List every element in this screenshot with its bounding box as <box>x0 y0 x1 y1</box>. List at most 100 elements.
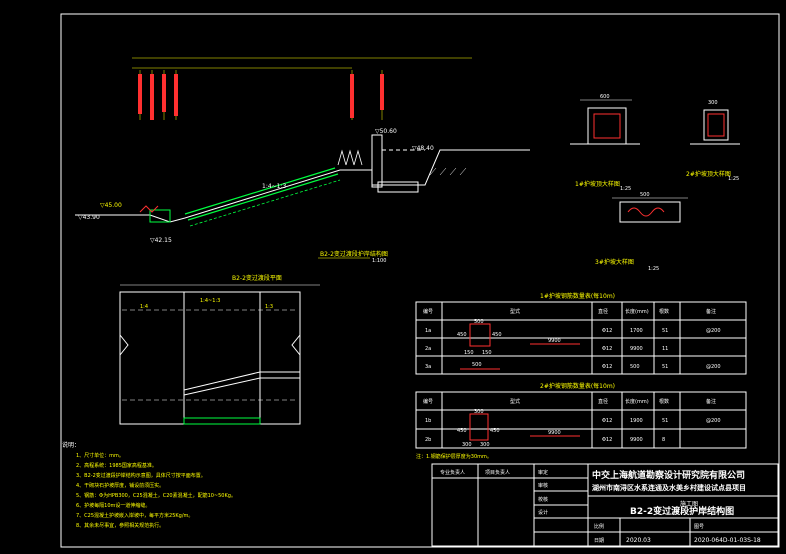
t1-r1-count: 51 <box>662 328 668 334</box>
tb-stage: 施工图 <box>680 500 698 508</box>
design-notes: 说明： 1、尺寸单位：mm。 2、高程系统：1985国家高程基准。 3、B2-2… <box>62 441 236 529</box>
rebar-table-1: 1#护坡钢筋数量表(每10m) 编号 型式 直径 长度(mm) 根数 备注 1a… <box>415 292 747 375</box>
t2-r1-id: 1b <box>425 418 431 424</box>
t2-r2-id: 2b <box>425 437 431 443</box>
elevation-road: ▽48.40 <box>412 145 434 152</box>
tb-role-1: 项目负责人 <box>485 469 510 476</box>
section-title: B2-2变过渡段护岸结构图 <box>320 250 388 258</box>
t1-h-id: 编号 <box>423 308 433 315</box>
rebar-table-2: 2#护坡钢筋数量表(每10m) 编号 型式 直径 长度(mm) 根数 备注 1b… <box>415 382 747 460</box>
dim-d1: 600 <box>600 94 610 100</box>
t1-r1-note: @200 <box>706 328 721 334</box>
note-1: 1、尺寸单位：mm。 <box>76 452 124 459</box>
t1-r3-dia: Φ12 <box>602 364 612 370</box>
tb-label-no: 图号 <box>694 524 704 530</box>
plan-view: B2-2变过渡段平面 1:4 1:3 1:4~1:3 <box>119 274 320 425</box>
t2-r1-count: 51 <box>662 418 668 424</box>
detail-2-title: 2#护坡顶大样图 <box>686 170 731 178</box>
tb-label-date: 日期 <box>594 538 604 544</box>
detail-1-scale: 1:25 <box>620 186 631 192</box>
t1-r1-dia: Φ12 <box>602 328 612 334</box>
tb-role-0: 专业负责人 <box>440 469 465 476</box>
t1-r2-len: 9900 <box>630 346 643 352</box>
t1-r1-len: 1700 <box>630 328 643 334</box>
elevation-design: ▽45.00 <box>100 202 122 209</box>
t2-r1-s4: 300 <box>480 442 490 448</box>
t2-h-len: 长度(mm) <box>625 398 649 405</box>
drawing-frame <box>60 13 780 548</box>
t1-r3-note: @200 <box>706 364 721 370</box>
t1-h-len: 长度(mm) <box>625 308 649 315</box>
plan-label: B2-2变过渡段平面 <box>232 274 282 282</box>
elevation-bottom: ▽42.15 <box>150 237 172 244</box>
tb-company: 中交上海航道勘察设计研究院有限公司 <box>592 469 745 481</box>
t2-r2-len: 9900 <box>630 437 643 443</box>
t2-r1-note: @200 <box>706 418 721 424</box>
t1-r3-count: 51 <box>662 364 668 370</box>
tb-label-scale: 比例 <box>594 523 604 530</box>
t1-r1-s2: 450 <box>492 332 502 338</box>
dim-d2: 300 <box>708 100 718 106</box>
note-7: 7、C25混凝土护坡嵌入岸坡中，每平方米25Kg/m。 <box>76 512 193 519</box>
t1-r2-dia: Φ12 <box>602 346 612 352</box>
t2-r2-dia: Φ12 <box>602 437 612 443</box>
detail-3-scale: 1:25 <box>648 266 659 272</box>
t2-r1-s0: 300 <box>474 409 484 415</box>
t1-r3-s0: 500 <box>472 362 482 368</box>
t1-r2-len-label: 9900 <box>548 338 561 344</box>
tb-role-2: 审定 <box>538 469 548 476</box>
plan-slope-right: 1:3 <box>265 304 273 310</box>
tb-role-4: 校核 <box>538 496 548 503</box>
dim-d4: 500 <box>640 192 650 198</box>
t2-r2-count: 8 <box>662 437 665 443</box>
elevation-top: ▽50.60 <box>375 128 397 135</box>
t1-r1-id: 1a <box>425 328 431 334</box>
table1-title: 1#护坡钢筋数量表(每10m) <box>540 292 615 300</box>
t2-r1-s1: 450 <box>457 428 467 434</box>
t2-h-id: 编号 <box>423 398 433 405</box>
t1-h-dia: 直径 <box>598 308 608 315</box>
note-3: 3、B2-2变过渡段护岸结构示意图，具体尺寸按平面布置。 <box>76 472 206 479</box>
note-4: 4、干砌块石护坡厚度，铺设前须压实。 <box>76 482 164 489</box>
t2-r1-len: 1900 <box>630 418 643 424</box>
t2-h-note: 备注 <box>706 398 716 405</box>
t1-h-note: 备注 <box>706 308 716 315</box>
detail-1-title: 1#护坡顶大样图 <box>575 180 620 188</box>
t1-r3-id: 3a <box>425 364 431 370</box>
tb-date: 2020.03 <box>626 537 651 544</box>
t1-r1-s0: 500 <box>474 319 484 325</box>
table2-title: 2#护坡钢筋数量表(每10m) <box>540 382 615 390</box>
table-note: 注：1.钢筋保护层厚度为30mm。 <box>416 453 492 460</box>
t1-r1-s1: 450 <box>457 332 467 338</box>
t1-h-shape: 型式 <box>510 308 520 315</box>
tb-role-5: 设计 <box>538 509 548 516</box>
plan-slope-left: 1:4 <box>140 304 148 310</box>
detail-drawings: 600 1#护坡顶大样图 1:25 300 2#护坡顶大样图 1:25 500 … <box>570 94 740 272</box>
note-6: 6、护坡每隔10m设一道伸缩缝。 <box>76 502 150 509</box>
title-block: 专业负责人 项目负责人 审定 审核 校核 设计 中交上海航道勘察设计研究院有限公… <box>431 463 779 547</box>
t1-r2-id: 2a <box>425 346 431 352</box>
cross-section: ▽43.90 ▽45.00 ▽42.15 ▽50.60 ▽48.40 1:4~1… <box>75 57 530 264</box>
t1-r2-count: 11 <box>662 346 668 352</box>
t2-r2-len-label: 9900 <box>548 430 561 436</box>
t1-r1-s4: 150 <box>482 350 492 356</box>
detail-3-title: 3#护坡大样图 <box>595 258 634 266</box>
tb-project: 湖州市南浔区水系连通及水美乡村建设试点县项目 <box>592 483 746 492</box>
elevation-water: ▽43.90 <box>78 214 100 221</box>
plan-slope-mid: 1:4~1:3 <box>200 298 220 304</box>
note-8: 8、其余未尽事宜，参照相关规范执行。 <box>76 522 164 529</box>
notes-heading: 说明： <box>62 441 80 449</box>
section-scale: 1:100 <box>372 258 386 264</box>
t2-r1-dia: Φ12 <box>602 418 612 424</box>
detail-2-scale: 1:25 <box>728 176 739 182</box>
note-2: 2、高程系统：1985国家高程基准。 <box>76 462 157 469</box>
t1-r1-s3: 150 <box>464 350 474 356</box>
t2-r1-s3: 300 <box>462 442 472 448</box>
tb-role-3: 审核 <box>538 482 548 489</box>
t2-r1-s2: 450 <box>490 428 500 434</box>
t1-r3-len: 500 <box>630 364 640 370</box>
slope-ratio-main: 1:4~1:3 <box>262 183 287 190</box>
note-5: 5、钢筋：Φ为HPB300，C25混凝土，C20素混凝土，配筋10~50Kg。 <box>76 492 236 499</box>
tb-drawing-name: B2-2变过渡段护岸结构图 <box>630 505 734 517</box>
